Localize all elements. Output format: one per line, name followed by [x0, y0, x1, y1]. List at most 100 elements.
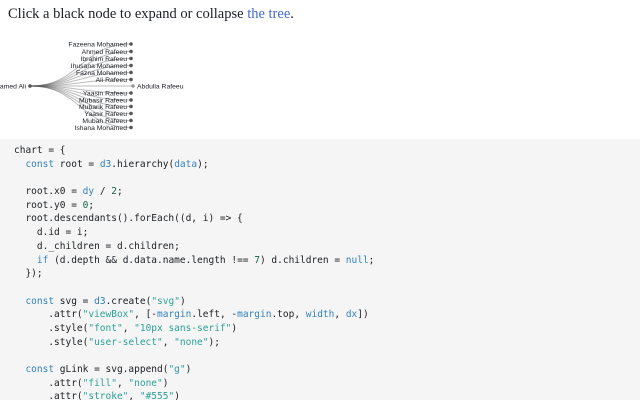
code-token: .attr( [14, 377, 83, 389]
code-token: d.id = i; [14, 227, 89, 239]
code-token: , [116, 377, 129, 389]
tree-node[interactable] [129, 104, 133, 109]
code-line: d._children = d.children; [14, 240, 640, 254]
tree-node[interactable] [129, 56, 133, 61]
tree-node-label: Ali Rafeeu [96, 77, 128, 84]
tree-node[interactable] [129, 63, 133, 68]
tree-node-label: Ahmed Rafeeu [82, 49, 128, 56]
tree-node[interactable] [129, 125, 133, 130]
code-token: "svg" [151, 295, 180, 307]
code-line: .attr("stroke", "#555") [14, 390, 640, 400]
code-token: ; [368, 254, 375, 266]
code-line: root.descendants().forEach((d, i) => { [14, 212, 640, 226]
tree-link-path [29, 85, 132, 114]
code-token: "font" [88, 322, 123, 334]
code-token: ; [117, 186, 123, 198]
tree-node[interactable] [129, 91, 133, 95]
code-token: ) d.children = [259, 254, 346, 266]
code-token: ; [88, 199, 95, 211]
tree-link-path [29, 85, 132, 128]
tree-node[interactable] [129, 77, 133, 82]
code-block: chart = { const root = d3.hierarchy(data… [0, 139, 640, 400]
code-token [14, 255, 37, 266]
code-token: }); [14, 268, 43, 280]
code-token: 7 [254, 254, 260, 266]
tree-node-label: Mohamed Ali [0, 83, 26, 90]
code-line: .style("user-select", "none"); [14, 336, 640, 350]
code-token: 2 [111, 186, 117, 198]
code-token: .style( [14, 336, 89, 348]
code-token: "user-select" [88, 336, 163, 348]
code-token: const [25, 295, 55, 307]
code-token: if [36, 254, 49, 266]
code-line: .attr("viewBox", [-margin.left, -margin.… [14, 308, 640, 322]
code-token [14, 159, 25, 170]
code-line: const gLink = svg.append("g") [14, 363, 640, 377]
code-line: .style("font", "10px sans-serif") [14, 322, 640, 336]
code-token [14, 364, 25, 375]
tree-link-path [29, 72, 132, 87]
tree-link-path [29, 85, 132, 101]
code-token: d3 [94, 295, 106, 307]
code-line [14, 171, 640, 185]
tree-node[interactable] [129, 98, 133, 102]
code-token: root.y0 = [14, 199, 83, 211]
code-token: root = [54, 158, 100, 170]
tree-node[interactable] [129, 49, 133, 54]
code-line: .attr("fill", "none") [14, 377, 640, 391]
prose-text-after: . [290, 6, 294, 22]
code-token: / [94, 186, 112, 198]
code-line: }); [14, 267, 640, 281]
tree-node[interactable] [129, 111, 133, 116]
code-token: null [345, 254, 369, 266]
code-token: gLink = svg.append( [54, 364, 169, 375]
code-token: ); [197, 158, 209, 170]
code-token: , [- [134, 309, 158, 321]
code-line [14, 349, 640, 363]
code-token: "g" [168, 364, 186, 375]
tree-node[interactable] [129, 118, 133, 123]
code-line: if (d.depth && d.data.name.length !== 7)… [14, 254, 640, 268]
tree-node[interactable] [28, 84, 32, 88]
tree-link[interactable]: the tree [247, 6, 291, 22]
tree-node-label: Fazeena Mohamed [68, 41, 127, 48]
code-line: root.x0 = dy / 2; [14, 185, 640, 199]
code-token: ) [162, 377, 169, 389]
tree-node-label: Ishana Mohamed [74, 125, 127, 132]
code-token: .left, - [191, 309, 238, 321]
tree-node[interactable] [131, 84, 135, 88]
code-token: "10px sans-serif" [134, 322, 232, 334]
tree-node[interactable] [129, 42, 133, 46]
code-token: d._children = d.children; [14, 240, 180, 252]
code-token: .hierarchy( [111, 158, 175, 170]
code-token: dx [345, 309, 358, 321]
code-line: d.id = i; [14, 226, 640, 240]
code-token: const [25, 364, 55, 375]
code-token: data [174, 158, 198, 170]
code-token: , [122, 322, 135, 334]
tree-link-path [29, 79, 132, 87]
code-token: svg = [54, 295, 95, 307]
code-token: margin [157, 309, 192, 321]
tree-node-label: Abdulla Rafeeu [137, 83, 184, 90]
tree-node-label: Yaasir Rafeeu [84, 111, 127, 118]
tree-node-label: Ihusana Mohamed [71, 63, 128, 70]
code-line: chart = { [14, 144, 640, 158]
tree-node-label: Mubasir Rafeeu [79, 97, 127, 104]
code-token: , [162, 336, 175, 348]
code-token: root.descendants().forEach((d, i) => { [14, 213, 243, 225]
code-token: ) [179, 295, 186, 307]
code-token: ) [185, 364, 192, 375]
code-token: "none" [128, 377, 163, 389]
code-line: root.y0 = 0; [14, 199, 640, 213]
code-token: d3 [99, 158, 112, 170]
prose-paragraph: Click a black node to expand or collapse… [8, 6, 294, 23]
code-line: const root = d3.hierarchy(data); [14, 158, 640, 172]
code-token: .top, [271, 309, 306, 321]
code-token: .attr( [14, 309, 83, 321]
code-token: (d.depth && d.data.name.length !== [48, 254, 255, 266]
tree-link-path [29, 43, 132, 87]
tree-node[interactable] [129, 70, 133, 75]
